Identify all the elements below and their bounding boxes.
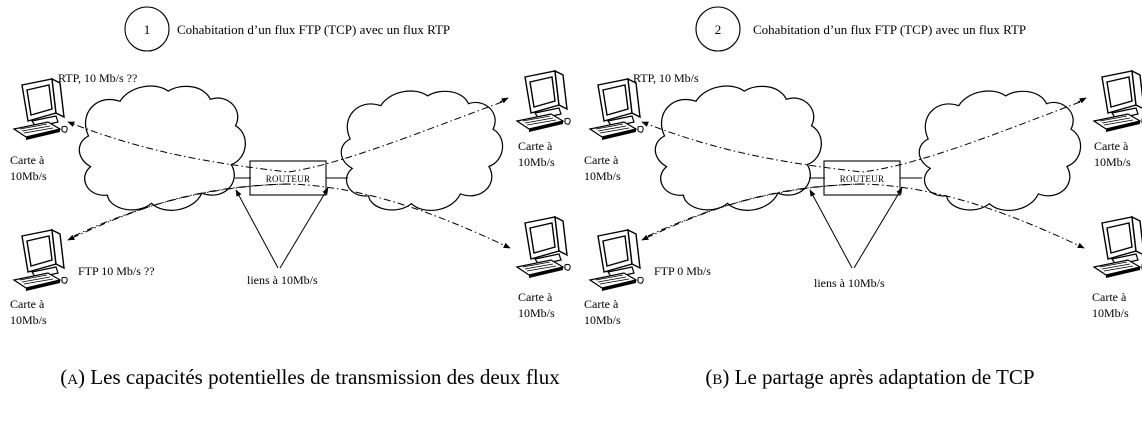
arrow-icon bbox=[67, 101, 503, 173]
card-speed: 10Mb/s bbox=[584, 169, 621, 183]
links-label: liens à 10Mb/s bbox=[247, 273, 318, 287]
computer-icon bbox=[1093, 216, 1142, 279]
card-label: Carte à bbox=[10, 297, 45, 311]
links-label: liens à 10Mb/s bbox=[814, 276, 885, 290]
rtp-label: RTP, 10 Mb/s bbox=[633, 71, 699, 85]
router-label: ROUTEUR bbox=[266, 174, 311, 184]
computer-icon bbox=[516, 70, 571, 133]
card-label: Carte à bbox=[1092, 290, 1127, 304]
card-speed: 10Mb/s bbox=[10, 169, 47, 183]
arrow-icon bbox=[499, 97, 509, 104]
arrow-icon bbox=[235, 189, 279, 269]
card-speed: 10Mb/s bbox=[1092, 306, 1129, 320]
panel-b: 2 Cohabitation d’un flux FTP (TCP) avec … bbox=[584, 6, 1142, 327]
card-speed: 10Mb/s bbox=[518, 155, 555, 169]
caption-b: (b) Le partage après adaptation de TCP bbox=[620, 365, 1120, 390]
card-speed: 10Mb/s bbox=[1094, 155, 1131, 169]
caption-text: Le partage après adaptation de TCP bbox=[734, 365, 1035, 389]
caption-tag: (a) bbox=[60, 365, 86, 389]
panel-number-circle bbox=[124, 6, 170, 52]
panel-number: 1 bbox=[144, 22, 151, 37]
arrow-icon bbox=[641, 101, 1081, 173]
card-label: Carte à bbox=[10, 153, 45, 167]
computer-icon bbox=[13, 78, 68, 141]
arrow-icon bbox=[279, 187, 329, 269]
arrow-icon bbox=[809, 189, 853, 269]
caption-a: (a) Les capacités potentielles de transm… bbox=[60, 365, 560, 390]
arrow-icon bbox=[67, 183, 289, 241]
card-label: Carte à bbox=[1094, 139, 1129, 153]
panel-number: 2 bbox=[715, 22, 722, 37]
arrow-icon bbox=[853, 187, 903, 269]
router-label: ROUTEUR bbox=[840, 174, 885, 184]
arrow-icon bbox=[647, 183, 1085, 249]
rtp-label: RTP, 10 Mb/s ?? bbox=[58, 71, 137, 85]
computer-icon bbox=[13, 229, 68, 292]
card-label: Carte à bbox=[584, 297, 619, 311]
card-speed: 10Mb/s bbox=[584, 313, 621, 327]
computer-icon bbox=[589, 229, 644, 292]
card-speed: 10Mb/s bbox=[10, 313, 47, 327]
card-label: Carte à bbox=[518, 290, 553, 304]
panel-number-circle bbox=[695, 6, 741, 52]
cloud-icon bbox=[654, 85, 822, 211]
caption-tag: (b) bbox=[705, 365, 730, 389]
caption-text: Les capacités potentielles de transmissi… bbox=[90, 365, 560, 389]
arrow-icon bbox=[641, 183, 863, 241]
card-speed: 10Mb/s bbox=[518, 306, 555, 320]
panel-header: Cohabitation d’un flux FTP (TCP) avec un… bbox=[753, 22, 1026, 37]
arrow-icon bbox=[1077, 97, 1087, 104]
cloud-icon bbox=[78, 85, 246, 211]
computer-icon bbox=[1093, 70, 1142, 133]
arrow-icon bbox=[73, 183, 511, 249]
cloud-icon bbox=[340, 90, 504, 212]
computer-icon bbox=[589, 78, 644, 141]
cloud-icon bbox=[918, 90, 1082, 212]
ftp-label: FTP 10 Mb/s ?? bbox=[78, 264, 155, 278]
panel-header: Cohabitation d’un flux FTP (TCP) avec un… bbox=[177, 22, 450, 37]
ftp-label: FTP 0 Mb/s bbox=[654, 264, 711, 278]
panel-a: 1 Cohabitation d’un flux FTP (TCP) avec … bbox=[10, 6, 571, 327]
card-label: Carte à bbox=[518, 139, 553, 153]
card-label: Carte à bbox=[584, 153, 619, 167]
computer-icon bbox=[516, 216, 571, 279]
